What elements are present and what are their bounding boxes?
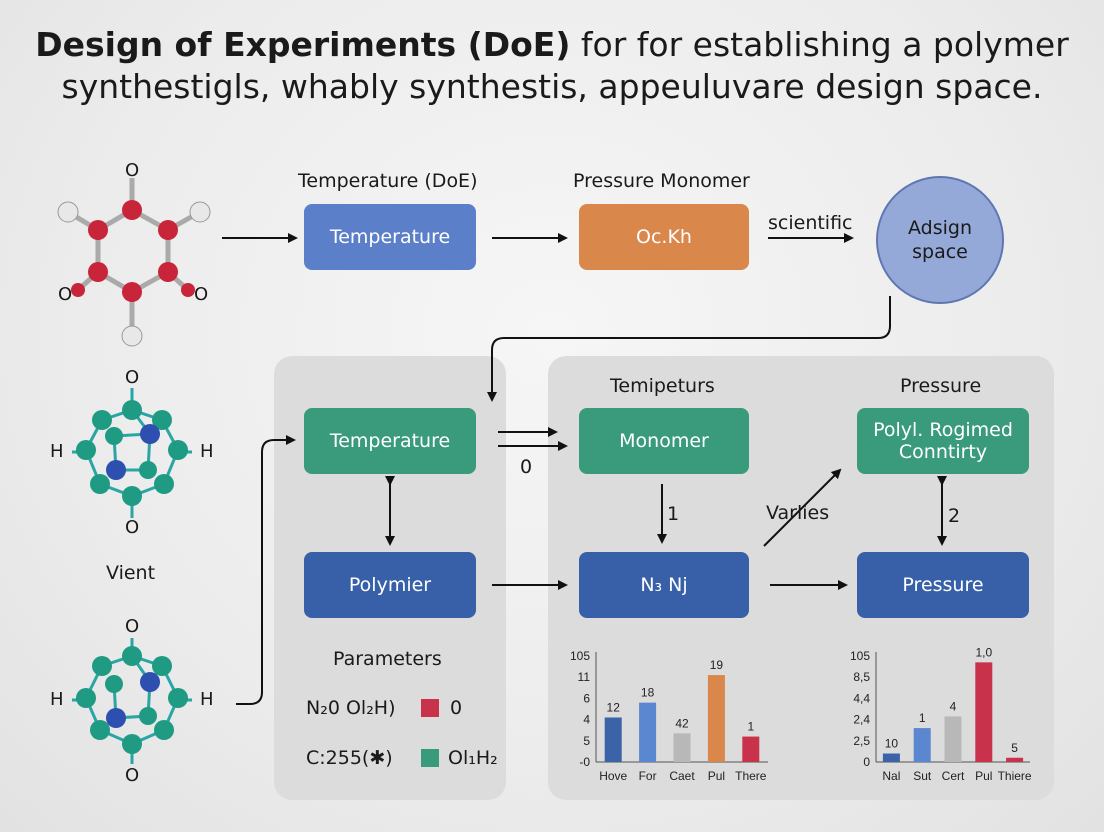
legend-value-1: 0 xyxy=(450,697,463,719)
legend-value-2: Ol₁H₂ xyxy=(448,747,498,769)
top-label-temperature-doe: Temperature (DoE) xyxy=(298,170,478,192)
title-bold: Design of Experiments (DoE) xyxy=(35,25,571,64)
monomer-box: Monomer xyxy=(579,408,749,474)
title-line2: synthestigls, whably synthestis, appeulu… xyxy=(61,67,1043,106)
left-arrow-label: 0 xyxy=(520,456,533,478)
left-polymier-box: Polymier xyxy=(304,552,476,618)
arrow-design-space-to-left-panel xyxy=(487,296,891,402)
left-temperature-box: Temperature xyxy=(304,408,476,474)
molecule-2 xyxy=(72,388,192,518)
parameters-title: Parameters xyxy=(333,648,442,670)
molecule-3-atom-bottom: O xyxy=(125,765,140,786)
varlies-label: Varlies xyxy=(766,502,830,524)
top-ockh-box: Oc.Kh xyxy=(579,204,749,270)
top-temperature-box: Temperature xyxy=(304,204,476,270)
arrow-varlies-diagonal xyxy=(763,468,842,547)
col1-title: Temipeturs xyxy=(610,375,715,397)
molecule-1-atom-top: O xyxy=(125,160,140,181)
legend-label-2: C:255(✱) xyxy=(306,747,393,769)
molecule-3-atom-right: H xyxy=(200,689,214,710)
molecule-2-atom-right: H xyxy=(200,441,214,462)
design-space-circle: Adsign space xyxy=(876,176,1004,304)
molecule-1-atom-left: O xyxy=(58,284,73,305)
molecule-caption: Vient xyxy=(106,562,156,584)
col2-title: Pressure xyxy=(900,375,982,397)
molecule-1-atom-right: O xyxy=(194,284,209,305)
col1-arrow-label: 1 xyxy=(667,503,680,525)
page-title: Design of Experiments (DoE) for for esta… xyxy=(0,24,1104,108)
molecule-3-atom-left: H xyxy=(50,689,64,710)
molecule-2-atom-top: O xyxy=(125,367,140,388)
legend-swatch-red xyxy=(421,699,439,717)
top-arrow-label-scientific: scientific xyxy=(768,212,853,234)
arrow-molecule-to-left-panel xyxy=(236,435,296,705)
molecule-3-atom-top: O xyxy=(125,616,140,637)
top-label-pressure-monomer: Pressure Monomer xyxy=(573,170,750,192)
title-line1-rest: for for establishing a polymer xyxy=(570,25,1069,64)
n3nj-box: N₃ Nj xyxy=(579,552,749,618)
molecule-2-atom-left: H xyxy=(50,441,64,462)
legend-label-1: N₂0 Ol₂H) xyxy=(306,697,396,719)
legend-swatch-teal xyxy=(421,749,439,767)
molecule-3 xyxy=(72,638,192,764)
col2-arrow-label: 2 xyxy=(948,505,961,527)
molecule-1 xyxy=(57,178,211,347)
polyl-rogimed-box: Polyl. Rogimed Conntirty xyxy=(857,408,1029,474)
molecule-2-atom-bottom: O xyxy=(125,517,140,538)
pressure-box: Pressure xyxy=(857,552,1029,618)
